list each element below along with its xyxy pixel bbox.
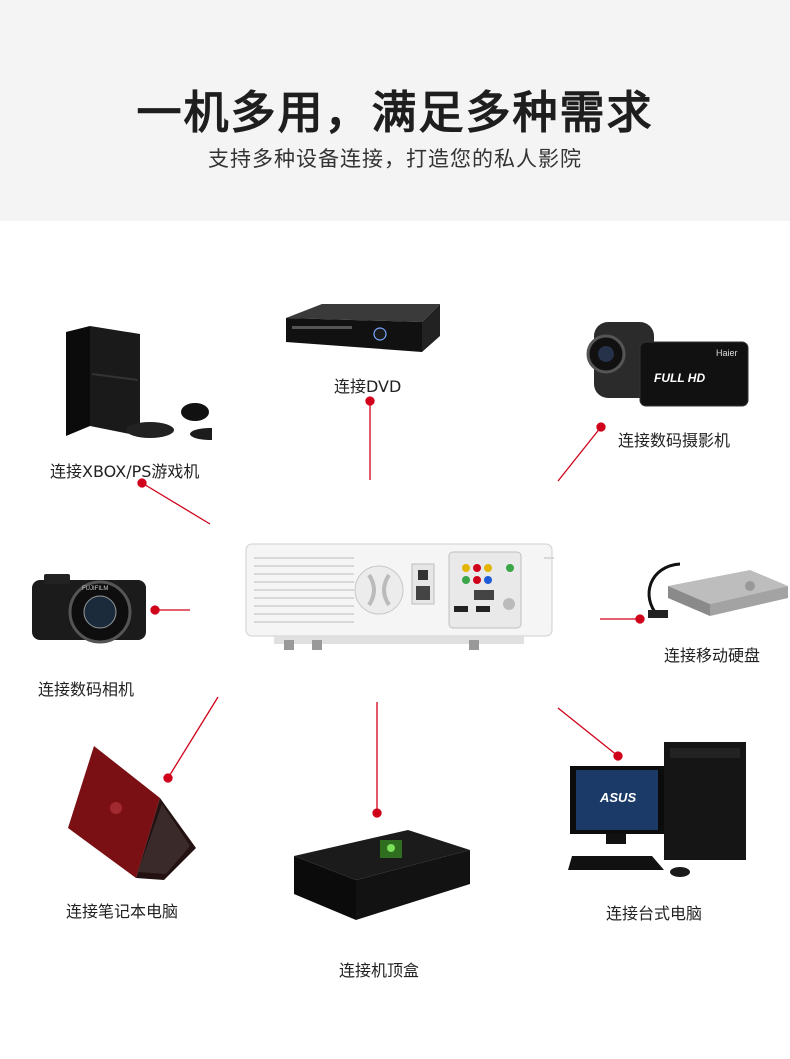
connector-dot-dvd [365,396,375,406]
page-title: 一机多用，满足多种需求 [136,86,654,139]
laptop-image [68,746,196,880]
connector-dot-external-drive [635,614,645,624]
connector-dot-laptop [163,773,173,783]
camcorder-image: Haier FULL HD [586,322,749,407]
camcorder-brand: Haier [716,348,738,358]
connector-dot-game-console [137,478,147,488]
connector-desktop-pc [557,707,619,757]
connector-camcorder [557,426,602,482]
connector-dot-digital-camera [150,605,160,615]
connector-dot-camcorder [596,422,606,432]
connector-game-console [141,482,211,525]
label-game-console: 连接XBOX/PS游戏机 [50,462,200,481]
set-top-box-image [294,830,470,920]
connector-dot-set-top-box [372,808,382,818]
camcorder-badge: FULL HD [654,371,705,385]
monitor-brand: ASUS [599,790,636,805]
label-digital-camera: 连接数码相机 [38,680,135,699]
connector-dot-desktop-pc [613,751,623,761]
label-laptop: 连接笔记本电脑 [66,902,179,921]
projector-image [245,543,554,650]
label-set-top-box: 连接机顶盒 [339,961,420,980]
camera-brand: FUJIFILM [82,586,108,592]
game-console-image [66,326,212,440]
label-external-drive: 连接移动硬盘 [664,646,761,665]
digital-camera-image: FUJIFILM [32,574,146,644]
label-dvd: 连接DVD [334,377,402,396]
connector-laptop [167,696,219,779]
external-drive-image [647,562,788,618]
desktop-pc-image: ASUS [568,742,746,877]
label-desktop-pc: 连接台式电脑 [606,904,703,923]
label-camcorder: 连接数码摄影机 [618,431,731,450]
dvd-player-image [286,304,440,352]
header-banner: 一机多用，满足多种需求 支持多种设备连接，打造您的私人影院 [0,0,790,221]
page-subtitle: 支持多种设备连接，打造您的私人影院 [208,147,582,171]
